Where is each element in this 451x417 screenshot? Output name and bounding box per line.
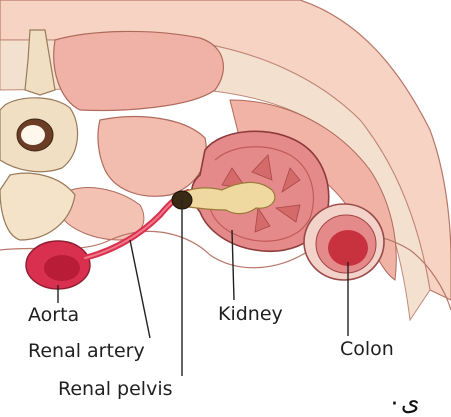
aorta-vessel [26,241,90,289]
colon-organ [304,204,384,280]
erector-muscle [54,31,224,110]
label-renal-artery: Renal artery [28,342,145,361]
label-aorta: Aorta [28,306,79,325]
label-colon: Colon [340,340,394,359]
quadratus-muscle [98,117,206,197]
leader-renal-artery [130,240,150,338]
label-renal-pelvis: Renal pelvis [58,380,173,399]
label-kidney: Kidney [218,305,283,324]
